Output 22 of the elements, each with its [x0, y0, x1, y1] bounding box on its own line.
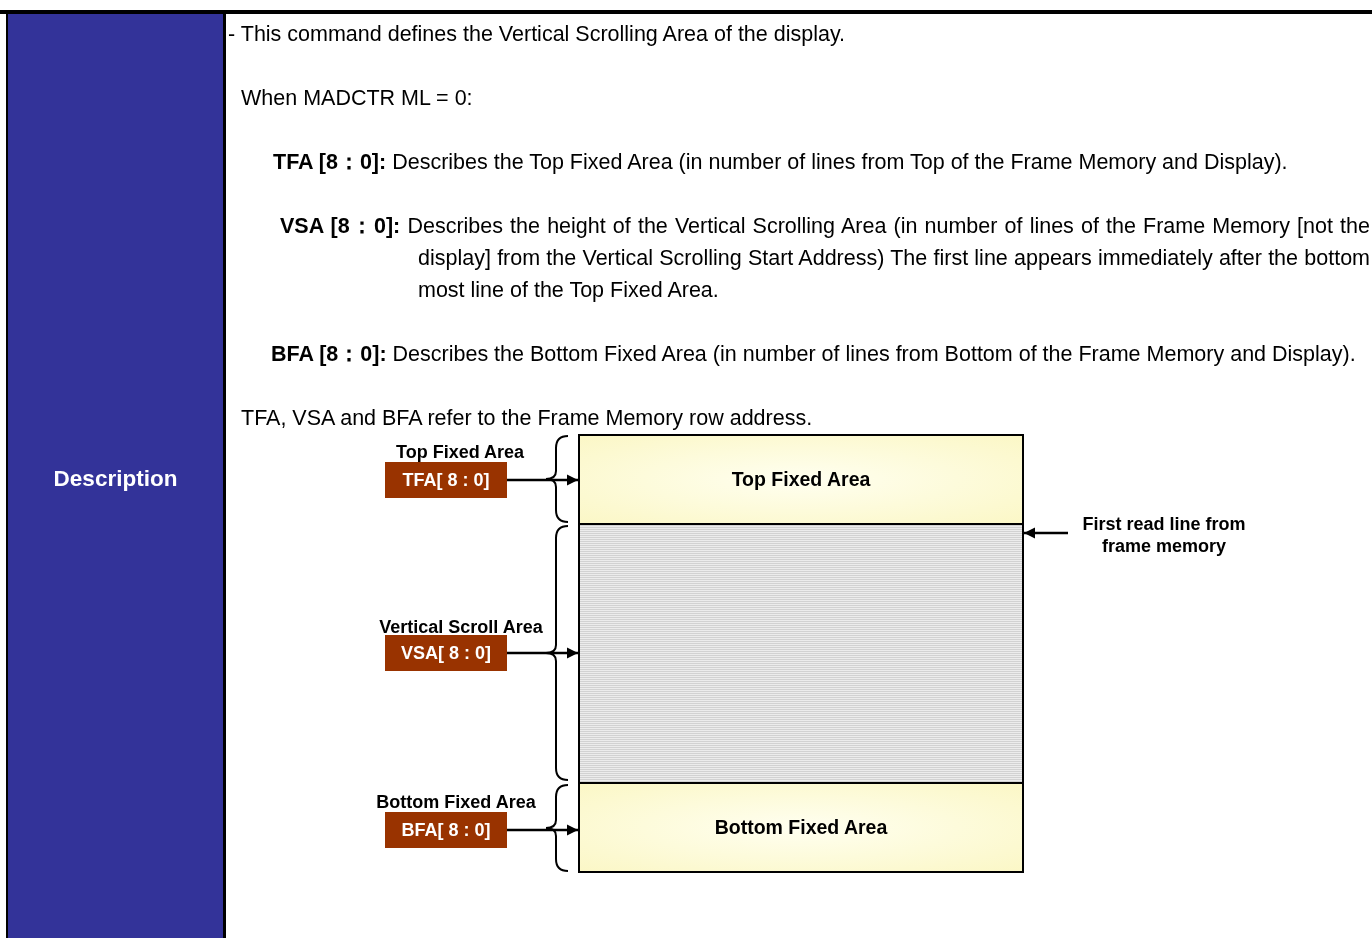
arrow — [507, 474, 578, 486]
arrow — [1024, 527, 1068, 539]
paragraph-text: BFA [8：0]: Describes the Bottom Fixed Area (in number of lines from Bottom of the Frame Memory and Display). — [271, 341, 1356, 368]
area-heading: Bottom Fixed Area — [376, 792, 536, 813]
paragraph-text: When MADCTR ML = 0: — [241, 85, 473, 112]
arrow — [507, 824, 578, 836]
header-text: Description — [52, 466, 179, 492]
scroll-area — [578, 523, 1024, 784]
header-cell — [8, 14, 223, 938]
area-heading: Top Fixed Area — [396, 442, 524, 463]
arrow — [507, 647, 578, 659]
paragraph-text: VSA [8：0]: Describes the height of the Vertical Scrolling Area (in number of lines of the Frame Memory [not the display] from the Vertical Scrolling Start Address) The first line appears immediately after the bottom most line of the Top Fixed Area. — [280, 213, 1370, 304]
paragraph-text: - This command defines the Vertical Scrolling Area of the display. — [228, 21, 846, 48]
register-tag: VSA[ 8 : 0] — [385, 635, 507, 671]
memory-area: Top Fixed Area — [578, 434, 1024, 525]
register-tag: BFA[ 8 : 0] — [385, 812, 507, 848]
paragraph-text: TFA [8：0]: Describes the Top Fixed Area (in number of lines from Top of the Frame Memory and Display). — [273, 149, 1288, 176]
paragraph-text: TFA, VSA and BFA refer to the Frame Memory row address. — [241, 405, 813, 432]
memory-area: Bottom Fixed Area — [578, 782, 1024, 873]
register-tag: TFA[ 8 : 0] — [385, 462, 507, 498]
area-heading: Vertical Scroll Area — [379, 617, 543, 638]
note-text: First read line from frame memory — [1068, 513, 1260, 557]
